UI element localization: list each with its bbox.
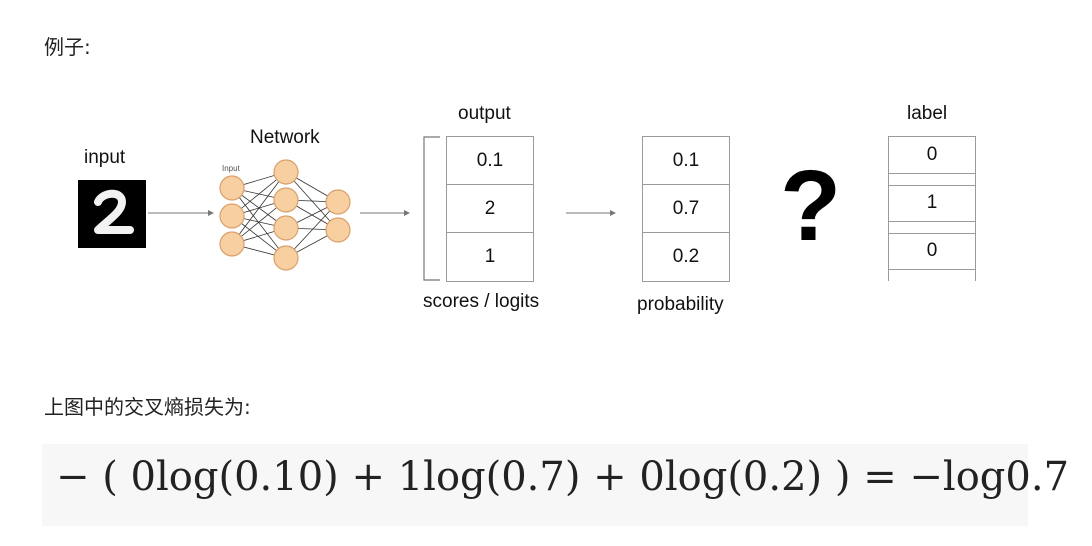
label-title: label: [907, 103, 948, 124]
output-label: output: [458, 103, 511, 124]
label-divider: [889, 173, 975, 174]
output-divider: [447, 232, 533, 233]
label-divider: [889, 233, 975, 234]
output-bracket: [423, 136, 440, 281]
arrow-output-probability: [566, 210, 616, 216]
neuron: [219, 175, 245, 201]
probability-divider: [643, 232, 729, 233]
label-cell: 0: [926, 240, 938, 261]
probability-cell: 0.1: [672, 149, 700, 171]
arrow-network-output: [360, 210, 410, 216]
intro-heading: 例子:: [44, 35, 91, 59]
arrow-input-network: [148, 210, 214, 216]
neuron: [273, 159, 299, 185]
output-cell: 0.1: [476, 149, 504, 171]
neuron: [273, 187, 299, 213]
label-divider: [889, 269, 975, 270]
output-column: 0.1 2 1: [446, 136, 534, 282]
formula-box: − ( 0log(0.10) + 1log(0.7) + 0log(0.2) )…: [42, 444, 1069, 526]
network-input-tag: Input: [222, 164, 240, 173]
output-cell: 1: [484, 245, 496, 267]
neuron: [325, 217, 351, 243]
neuron: [273, 215, 299, 241]
probability-column: 0.1 0.7 0.2: [642, 136, 730, 282]
label-divider: [889, 221, 975, 222]
digit-2-glyph: [94, 189, 134, 234]
neuron: [219, 203, 245, 229]
probability-cell: 0.2: [672, 245, 700, 267]
output-cell: 2: [484, 197, 496, 219]
probability-label: probability: [637, 294, 724, 315]
label-divider: [889, 185, 975, 186]
neural-network-diagram: [219, 159, 351, 271]
scores-logits-label: scores / logits: [423, 291, 540, 312]
cross-entropy-formula: − ( 0log(0.10) + 1log(0.7) + 0log(0.2) )…: [56, 454, 1070, 500]
probability-divider: [643, 184, 729, 185]
neuron: [219, 231, 245, 257]
output-divider: [447, 184, 533, 185]
question-mark: ?: [780, 150, 842, 262]
input-label: input: [84, 147, 126, 168]
network-label: Network: [250, 127, 320, 148]
loss-heading: 上图中的交叉熵损失为:: [44, 395, 251, 419]
label-cell: 0: [926, 144, 938, 165]
neuron: [273, 245, 299, 271]
digit-image: [78, 180, 146, 248]
neuron: [325, 189, 351, 215]
label-cell: 1: [926, 192, 938, 213]
label-column: 0 1 0: [888, 136, 976, 281]
probability-cell: 0.7: [672, 197, 700, 219]
